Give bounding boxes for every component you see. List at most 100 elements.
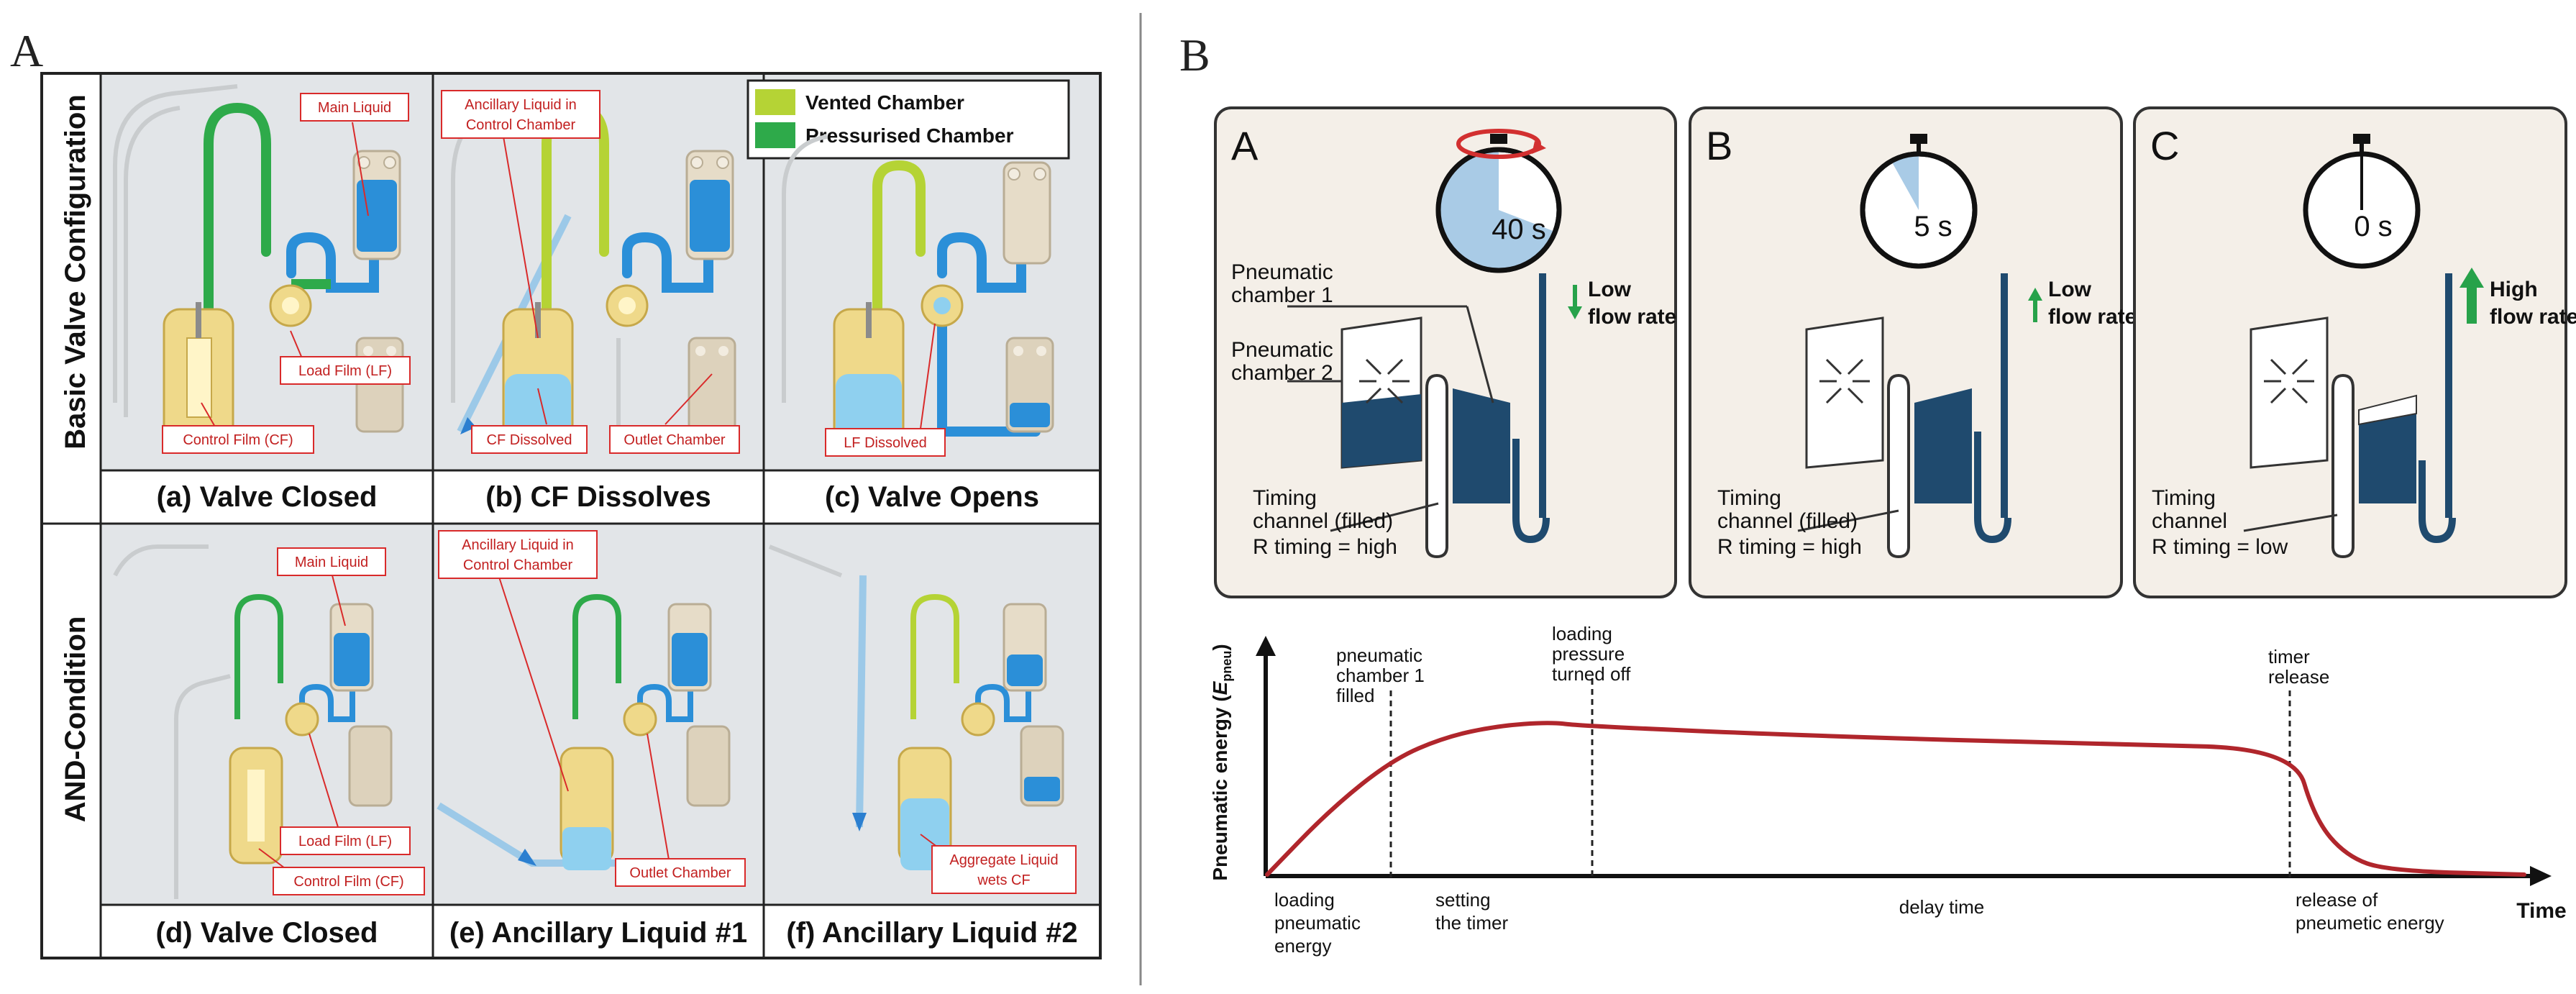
label-chamber-filled-3: filled: [1336, 685, 1374, 706]
svg-text:Control Chamber: Control Chamber: [466, 117, 576, 133]
svg-text:Control Chamber: Control Chamber: [463, 557, 573, 573]
svg-text:Low: Low: [2048, 278, 2092, 301]
legend: Vented Chamber Pressurised Chamber: [746, 79, 1070, 160]
svg-text:Aggregate Liquid: Aggregate Liquid: [949, 852, 1058, 868]
label-pressure-off-1: loading: [1552, 623, 1612, 644]
svg-text:Control Film (CF): Control Film (CF): [183, 432, 293, 448]
panel-a-letter: A: [10, 25, 43, 76]
callout-outlet-chamber-bottom: Outlet Chamber: [615, 858, 746, 887]
arrow-icon: [460, 417, 476, 434]
callout-outlet-chamber-top: Outlet Chamber: [609, 425, 740, 454]
label-chamber-filled-2: chamber 1: [1336, 665, 1425, 686]
svg-text:Ancillary Liquid in: Ancillary Liquid in: [465, 97, 577, 113]
cell-a-illustration: [113, 84, 404, 447]
svg-text:R timing = high: R timing = high: [1717, 535, 1862, 559]
stopwatch-icon: 5 s: [1860, 134, 1978, 269]
svg-text:Main Liquid: Main Liquid: [295, 555, 368, 570]
callout-aggregate: Aggregate Liquid wets CF: [931, 845, 1077, 894]
svg-text:Outlet Chamber: Outlet Chamber: [624, 432, 726, 448]
label-pressure-off-2: pressure: [1552, 643, 1625, 665]
y-axis-label: Pneumatic energy (Epneu): [1209, 644, 1234, 880]
svg-text:Load Film (LF): Load Film (LF): [298, 363, 392, 379]
legend-label-pressurised: Pressurised Chamber: [805, 124, 1014, 147]
callout-main-liquid-bottom: Main Liquid: [277, 547, 386, 576]
callout-lf-dissolved: LF Dissolved: [825, 428, 946, 457]
svg-text:Timing: Timing: [2152, 486, 2216, 510]
svg-text:flow rate: flow rate: [1588, 305, 1676, 329]
arrow-icon: [852, 813, 867, 831]
caption-a: (a) Valve Closed: [157, 481, 378, 513]
label-delay: delay time: [1899, 896, 1985, 918]
label-loading-1: loading: [1274, 889, 1335, 911]
energy-curve: [1265, 721, 2526, 877]
svg-text:Load Film (LF): Load Film (LF): [298, 834, 392, 849]
svg-text:channel: channel: [2152, 509, 2227, 533]
svg-text:Timing: Timing: [1253, 486, 1317, 510]
svg-text:Low: Low: [1588, 278, 1632, 301]
callout-load-film-bottom: Load Film (LF): [280, 826, 411, 855]
svg-text:channel (filled): channel (filled): [1253, 509, 1393, 533]
label-release-1: release of: [2296, 889, 2378, 911]
arrow-icon: [518, 849, 536, 866]
callout-ancillary-top: Ancillary Liquid in Control Chamber: [441, 90, 600, 139]
row-label-basic: Basic Valve Configuration: [60, 94, 91, 449]
svg-text:B: B: [1706, 123, 1732, 168]
caption-e: (e) Ancillary Liquid #1: [449, 917, 747, 949]
label-pressure-off-3: turned off: [1552, 663, 1631, 685]
svg-text:Timing: Timing: [1717, 486, 1781, 510]
legend-label-vented: Vented Chamber: [805, 91, 964, 114]
stopwatch-icon: 0 s: [2303, 134, 2421, 269]
label-loading-3: energy: [1274, 935, 1332, 957]
svg-text:Pneumatic: Pneumatic: [1231, 260, 1333, 284]
svg-text:flow rate: flow rate: [2490, 305, 2576, 329]
svg-text:flow rate: flow rate: [2048, 305, 2137, 329]
svg-text:Outlet Chamber: Outlet Chamber: [629, 865, 731, 881]
label-setting-1: setting: [1435, 889, 1491, 911]
svg-text:chamber 2: chamber 2: [1231, 361, 1333, 385]
svg-text:CF Dissolved: CF Dissolved: [487, 432, 572, 448]
svg-text:Control Film (CF): Control Film (CF): [293, 874, 403, 890]
stage-box-c: C 0 s Timing channel R timing = low High…: [2133, 106, 2576, 598]
callout-cf-dissolved: CF Dissolved: [471, 425, 588, 454]
caption-f: (f) Ancillary Liquid #2: [786, 917, 1077, 949]
svg-text:High: High: [2490, 278, 2538, 301]
svg-text:LF Dissolved: LF Dissolved: [844, 435, 927, 451]
panel-b-letter: B: [1179, 29, 1210, 81]
arrow-up-icon: [2459, 268, 2484, 288]
stage-box-a: A 40 s Pneumatic ch: [1214, 106, 1677, 598]
legend-swatch-pressurised: [755, 122, 795, 148]
svg-text:channel (filled): channel (filled): [1717, 509, 1858, 533]
stopwatch-icon: 40 s: [1435, 129, 1562, 273]
x-axis-label: Time: [2516, 899, 2566, 923]
cell-e-illustration: [437, 567, 731, 870]
svg-text:0 s: 0 s: [2354, 211, 2392, 242]
svg-text:R timing = low: R timing = low: [2152, 535, 2288, 559]
svg-text:40 s: 40 s: [1492, 214, 1546, 245]
svg-text:R timing = high: R timing = high: [1253, 535, 1397, 559]
row-label-and: AND-Condition: [60, 616, 91, 823]
label-timer-release-1: timer: [2268, 646, 2310, 667]
arrow-up-icon: [2028, 288, 2042, 301]
svg-text:5 s: 5 s: [1914, 211, 1952, 242]
x-axis-arrow-icon: [2530, 866, 2552, 886]
svg-text:chamber 1: chamber 1: [1231, 283, 1333, 307]
stage-box-b: B 5 s Timing channel (filled) R timing =…: [1689, 106, 2137, 598]
label-setting-2: the timer: [1435, 912, 1508, 934]
cell-f-illustration: [768, 544, 1064, 870]
callout-main-liquid-top: Main Liquid: [300, 93, 409, 122]
legend-swatch-vented: [755, 89, 795, 115]
svg-text:Main Liquid: Main Liquid: [318, 100, 391, 116]
svg-text:C: C: [2150, 123, 2179, 168]
arrow-down-icon: [1568, 306, 1582, 319]
caption-c: (c) Valve Opens: [825, 481, 1039, 513]
svg-text:A: A: [1231, 123, 1259, 168]
label-chamber-filled-1: pneumatic: [1336, 644, 1422, 666]
caption-b: (b) CF Dissolves: [485, 481, 711, 513]
label-timer-release-2: release: [2268, 666, 2329, 688]
svg-text:Ancillary Liquid in: Ancillary Liquid in: [462, 537, 574, 553]
cell-c-illustration: [782, 134, 1054, 447]
svg-text:wets CF: wets CF: [977, 872, 1030, 888]
label-loading-2: pneumatic: [1274, 912, 1361, 934]
energy-chart: Pneumatic energy (Epneu) Time pneumatic …: [1209, 623, 2567, 957]
